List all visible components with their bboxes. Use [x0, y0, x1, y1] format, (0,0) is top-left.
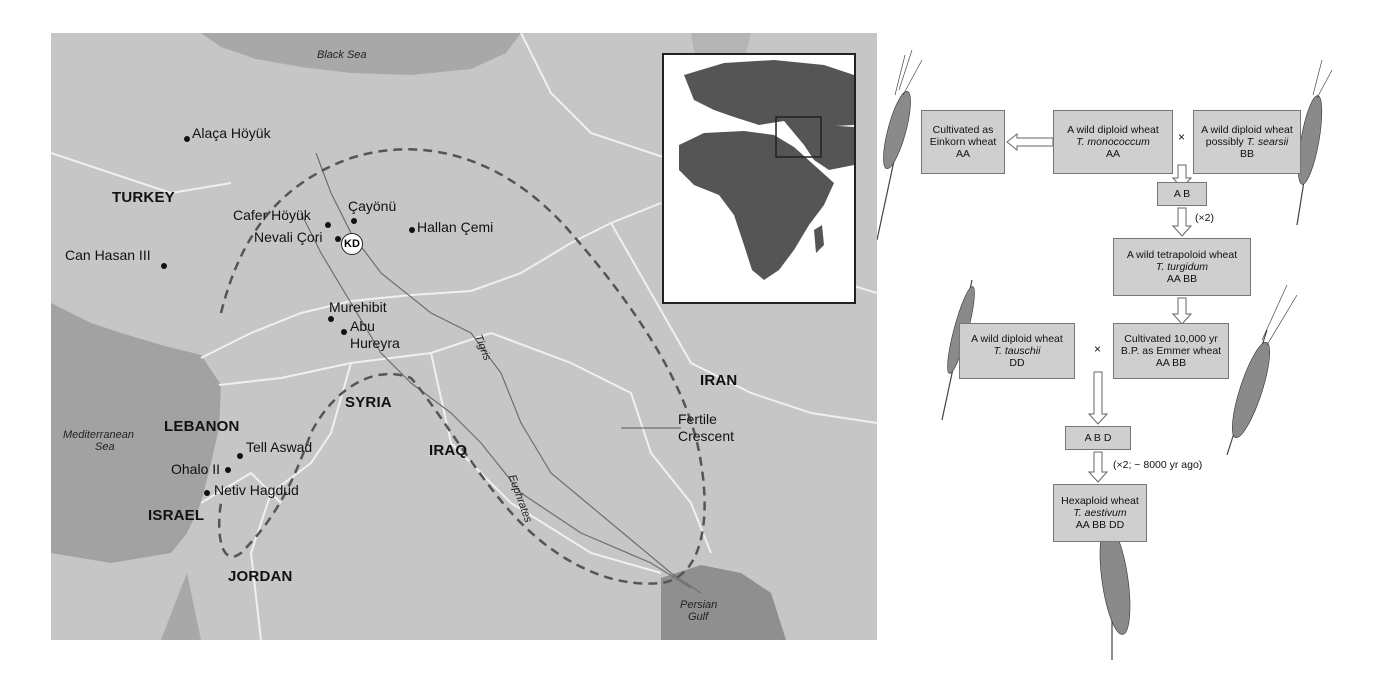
- country-label-lebanon: LEBANON: [164, 418, 240, 435]
- site-dot-ohalo: [225, 467, 231, 473]
- euphrates-river: [300, 212, 692, 589]
- inset-highlight-box: [775, 116, 822, 158]
- emmer-line2: B.P. as Emmer wheat: [1120, 345, 1222, 357]
- diagram-arrows: [1006, 132, 1193, 483]
- box-abd: A B D: [1065, 426, 1131, 450]
- site-label-tell-aswad: Tell Aswad: [246, 439, 313, 455]
- turgidum-line3: AA BB: [1166, 273, 1198, 285]
- turgidum-line1: A wild tetrapoloid wheat: [1126, 249, 1238, 261]
- country-label-iran: IRAN: [700, 372, 738, 389]
- wheat-ear-top-right: [1296, 59, 1333, 226]
- searsii-line3: BB: [1239, 148, 1254, 160]
- site-label-alaca-hoyuk: Alaça Höyük: [192, 125, 271, 141]
- monococcum-line1: A wild diploid wheat: [1067, 124, 1159, 136]
- box-aestivum: Hexaploid wheat T. aestivum AA BB DD: [1053, 484, 1147, 542]
- country-label-turkey: TURKEY: [112, 189, 175, 206]
- inset-africa: [679, 131, 834, 280]
- emmer-line1: Cultivated 10,000 yr: [1124, 333, 1218, 345]
- mediterranean-label-line2: Sea: [95, 441, 115, 453]
- mediterranean-shape: [51, 303, 221, 563]
- inset-europe: [684, 60, 854, 127]
- aestivum-line3: AA BB DD: [1075, 519, 1125, 531]
- box-emmer: Cultivated 10,000 yr B.P. as Emmer wheat…: [1113, 323, 1229, 379]
- monococcum-line3: AA: [1105, 148, 1120, 160]
- rivers: [300, 152, 702, 594]
- site-dot-nevali-cori: [335, 236, 341, 242]
- note-x2-first: (×2): [1195, 212, 1214, 224]
- site-dot-hallan-cemi: [409, 227, 415, 233]
- cross-symbol-top: ×: [1178, 130, 1186, 144]
- tauschii-line3: DD: [1009, 357, 1025, 369]
- wheat-ear-middle-right: [1226, 284, 1298, 456]
- inset-map-svg: [664, 55, 854, 302]
- site-dot-cafer-hoyuk: [325, 222, 331, 228]
- wheat-evolution-diagram: Cultivated as Einkorn wheat AA A wild di…: [877, 0, 1390, 678]
- box-turgidum: A wild tetrapoloid wheat T. turgidum AA …: [1113, 238, 1251, 296]
- persian-gulf-shape: [661, 565, 786, 640]
- wheat-ear-top-left: [877, 49, 923, 241]
- einkorn-line2: Einkorn wheat: [929, 136, 997, 148]
- mediterranean-label-line1: Mediterranean: [63, 429, 134, 441]
- country-borders: [51, 33, 877, 640]
- country-label-iraq: IRAQ: [429, 442, 468, 459]
- persian-gulf-label-line2: Gulf: [688, 611, 709, 623]
- site-label-ohalo: Ohalo II: [171, 461, 221, 477]
- searsii-line2-species: T. searsii: [1246, 136, 1289, 148]
- site-label-cafer-hoyuk: Cafer Höyük: [233, 207, 311, 223]
- country-label-jordan: JORDAN: [228, 568, 293, 585]
- site-dot-can-hasan: [161, 263, 167, 269]
- tigris-river: [315, 152, 702, 594]
- tauschii-line1: A wild diploid wheat: [971, 333, 1063, 345]
- site-label-abu-hureyra-line1: Abu: [350, 318, 375, 334]
- site-label-can-hasan: Can Hasan III: [65, 247, 151, 263]
- fertile-crescent-label-line2: Crescent: [678, 428, 735, 444]
- site-dot-tell-aswad: [237, 453, 243, 459]
- searsii-line1: A wild diploid wheat: [1201, 124, 1293, 136]
- site-dot-alaca-hoyuk: [184, 136, 190, 142]
- fertile-crescent-map: Black Sea Mediterranean Sea Persian Gulf…: [51, 33, 877, 640]
- tauschii-line2: T. tauschii: [993, 345, 1041, 357]
- emmer-line3: AA BB: [1155, 357, 1187, 369]
- site-dot-abu-hureyra: [341, 329, 347, 335]
- inset-locator-map: [662, 53, 856, 304]
- persian-gulf-label-line1: Persian: [680, 599, 718, 611]
- cross-symbol-middle: ×: [1094, 342, 1102, 356]
- black-sea-shape: [201, 33, 521, 75]
- country-label-israel: ISRAEL: [148, 507, 205, 524]
- turgidum-line2: T. turgidum: [1155, 261, 1209, 273]
- note-x2-second: (×2; ~ 8000 yr ago): [1113, 459, 1203, 471]
- site-dot-netiv-hagdud: [204, 490, 210, 496]
- site-label-abu-hureyra-line2: Hureyra: [350, 335, 400, 351]
- fertile-crescent-outline: [217, 148, 706, 585]
- site-label-netiv-hagdud: Netiv Hagdud: [214, 482, 299, 498]
- box-tauschii: A wild diploid wheat T. tauschii DD: [959, 323, 1075, 379]
- country-label-syria: SYRIA: [345, 394, 392, 411]
- box-monococcum: A wild diploid wheat T. monococcum AA: [1053, 110, 1173, 174]
- site-dot-murehibit: [328, 316, 334, 322]
- site-label-hallan-cemi: Hallan Çemi: [417, 219, 494, 235]
- inset-madagascar: [814, 225, 824, 253]
- fertile-crescent-label-line1: Fertile: [678, 411, 717, 427]
- aestivum-line2: T. aestivum: [1073, 507, 1127, 519]
- aestivum-line1: Hexaploid wheat: [1061, 495, 1139, 507]
- site-label-nevali-cori: Nevali Çori: [254, 229, 323, 245]
- site-label-murehibit: Murehibit: [329, 299, 387, 315]
- inset-middle-east: [784, 121, 854, 170]
- red-sea-shape: [161, 573, 201, 640]
- black-sea-label: Black Sea: [317, 49, 367, 61]
- einkorn-line1: Cultivated as: [932, 124, 994, 136]
- site-marker-kd: KD: [341, 233, 363, 255]
- box-ab: A B: [1157, 182, 1207, 206]
- box-searsii: A wild diploid wheat possibly T. searsii…: [1193, 110, 1301, 174]
- searsii-line2: possibly T. searsii: [1206, 136, 1289, 148]
- einkorn-line3: AA: [955, 148, 970, 160]
- site-dot-cayonu: [351, 218, 357, 224]
- monococcum-line2: T. monococcum: [1076, 136, 1150, 148]
- diagram-connectors: [877, 49, 1333, 660]
- site-label-cayonu: Çayönü: [348, 198, 397, 214]
- searsii-line2-prefix: possibly: [1205, 136, 1247, 148]
- box-einkorn: Cultivated as Einkorn wheat AA: [921, 110, 1005, 174]
